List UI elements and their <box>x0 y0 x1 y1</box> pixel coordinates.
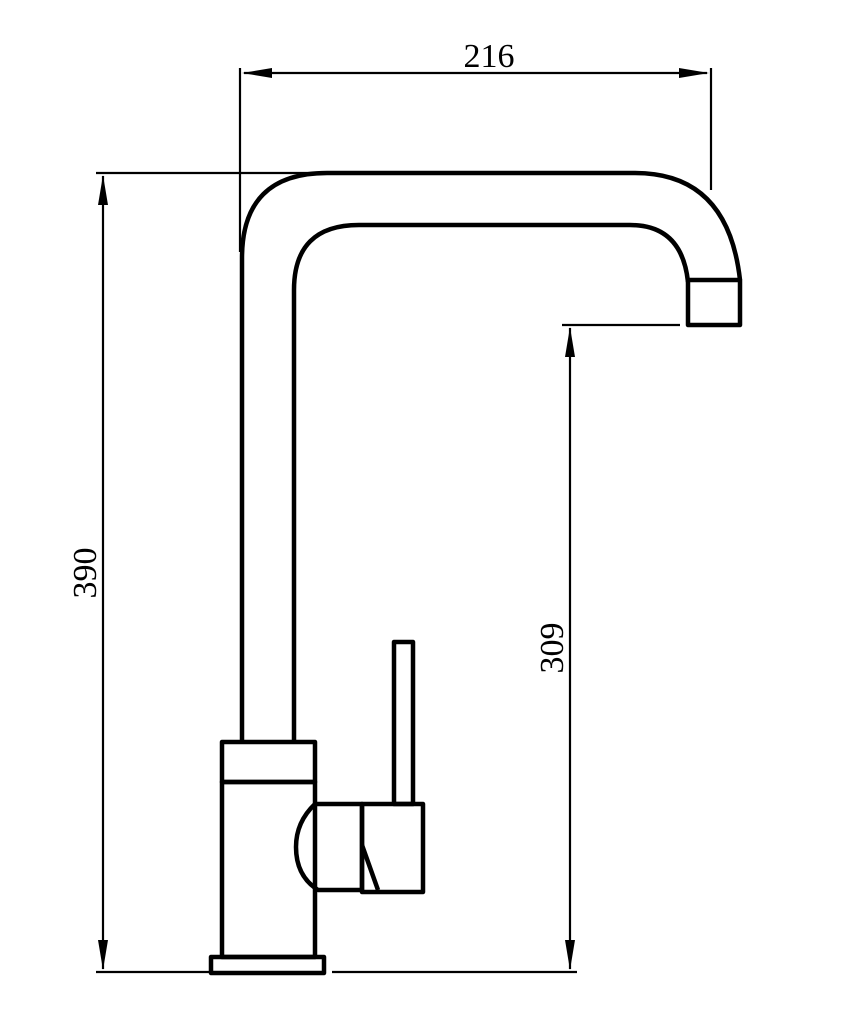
clearance-arrow-top <box>565 327 575 357</box>
width-dimension: 216 <box>238 38 713 252</box>
spout-inner-contour <box>291 222 691 742</box>
valve-dome <box>293 801 365 893</box>
clearance-dimension-label: 309 <box>534 623 571 674</box>
width-arrow-right <box>679 68 709 78</box>
width-arrow-left <box>242 68 272 78</box>
height-dimension: 390 <box>67 171 316 974</box>
height-dimension-label: 390 <box>67 548 104 599</box>
handle-lever <box>391 639 416 807</box>
width-dimension-label: 216 <box>464 38 515 75</box>
handle-block <box>359 801 426 895</box>
clearance-arrow-bottom <box>565 940 575 970</box>
faucet-outline <box>208 170 743 976</box>
spout-outer-contour <box>239 170 743 742</box>
clearance-dimension: 309 <box>332 323 680 974</box>
handle-hinge <box>359 844 381 891</box>
height-arrow-top <box>98 175 108 205</box>
body-collar <box>219 739 318 785</box>
spout-aerator <box>685 277 743 328</box>
base-plate <box>208 954 327 976</box>
height-arrow-bottom <box>98 940 108 970</box>
